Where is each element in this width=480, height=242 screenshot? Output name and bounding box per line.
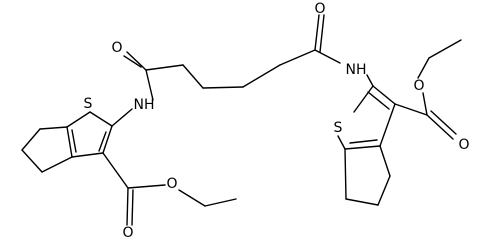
bond: [344, 145, 381, 150]
bond: [126, 51, 147, 71]
bond: [123, 55, 142, 68]
bond: [337, 135, 346, 150]
oxygen-atom-right-ester-ether: O: [413, 78, 424, 94]
right-ring-system: [337, 85, 396, 206]
bond: [394, 103, 428, 116]
nitrogen-atom-right: NH: [346, 62, 367, 78]
bond: [66, 126, 73, 158]
bond: [430, 110, 457, 135]
bond: [145, 64, 184, 71]
left-ring-system: [21, 111, 113, 173]
bond: [372, 85, 396, 105]
bond: [349, 139, 378, 144]
bond: [178, 189, 206, 207]
bond: [71, 152, 104, 158]
oxygen-atom-left-ester-ether: O: [166, 176, 177, 192]
bond: [39, 126, 68, 130]
bond: [367, 91, 390, 110]
oxygen-atom-left-ester-carbonyl: O: [122, 225, 133, 241]
bond: [111, 108, 133, 127]
bond: [41, 156, 73, 173]
bond: [89, 111, 113, 127]
bond: [428, 39, 462, 59]
oxygen-atom-left-amide: O: [111, 40, 122, 56]
bond: [417, 57, 430, 79]
bond: [242, 64, 281, 88]
right-ester: [394, 39, 462, 140]
bond: [66, 111, 91, 128]
oxygen-atom-right-ester-carbonyl: O: [458, 137, 469, 153]
bond: [127, 184, 166, 189]
bond: [314, 49, 341, 64]
bond: [126, 187, 129, 226]
bond: [21, 128, 41, 151]
bond: [102, 152, 129, 189]
sulfur-atom-right: S: [334, 120, 343, 136]
bond: [422, 92, 428, 116]
sulfur-atom-left: S: [84, 96, 93, 112]
left-ester: [102, 152, 237, 226]
bond: [426, 114, 454, 140]
bond: [379, 145, 391, 177]
bond: [204, 198, 237, 207]
linker-chain: [111, 14, 374, 127]
bond: [71, 129, 77, 153]
bond: [98, 131, 107, 152]
bond: [182, 64, 204, 89]
bond: [131, 189, 134, 226]
oxygen-atom-right-amide: O: [314, 1, 325, 17]
nitrogen-atom-left: NH: [134, 97, 155, 113]
bond: [379, 103, 396, 147]
bond: [202, 86, 244, 89]
bond: [366, 74, 374, 87]
bond: [102, 125, 113, 154]
bond: [353, 85, 374, 113]
bond: [145, 69, 154, 101]
bond: [345, 198, 379, 206]
atom-labels: S NH O O NH S O O O O: [84, 1, 470, 241]
bond: [21, 149, 43, 173]
bond: [319, 14, 325, 53]
bond: [344, 148, 347, 200]
bond: [377, 175, 391, 206]
bond: [279, 49, 316, 66]
bond: [314, 14, 320, 51]
